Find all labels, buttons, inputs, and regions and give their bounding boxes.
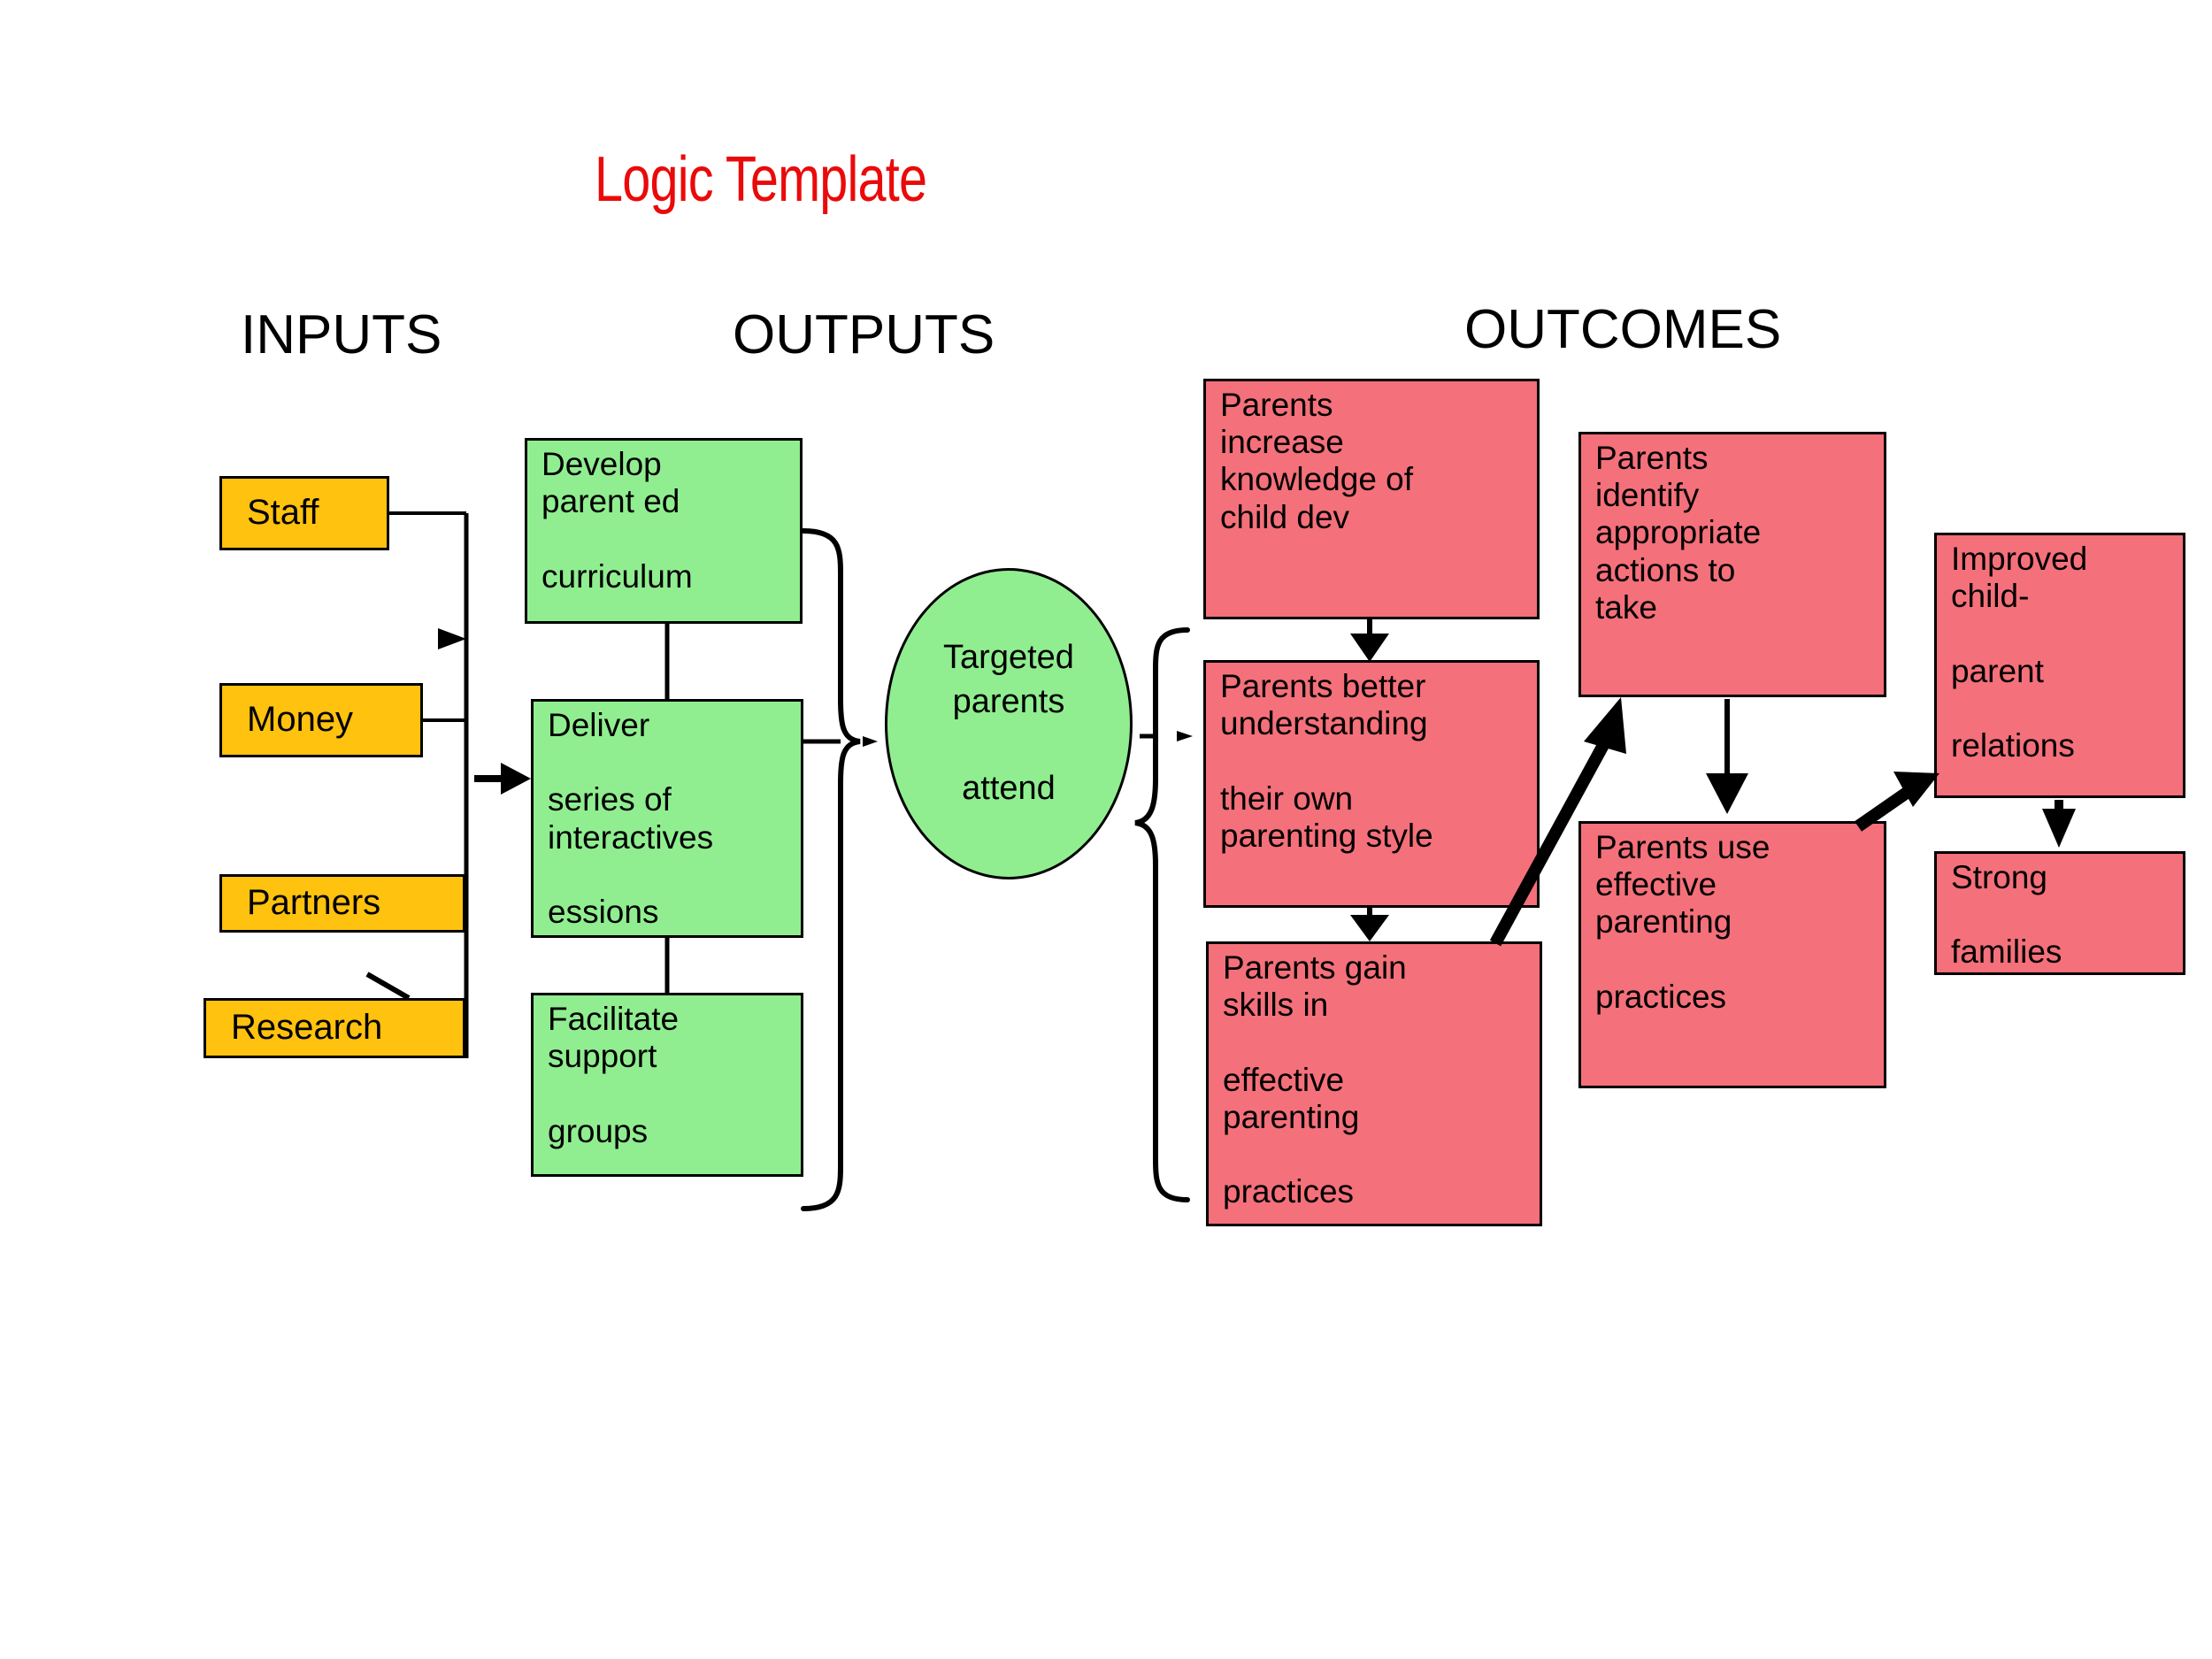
outcome-box-increase-knowledge[interactable]: Parents increase knowledge of child dev: [1203, 379, 1540, 619]
arrow-identify-to-use-practices: [1706, 699, 1748, 814]
outcome-box-identify-actions[interactable]: Parents identify appropriate actions to …: [1578, 432, 1886, 697]
arrow-inputs-to-outputs: [474, 763, 531, 795]
arrow-practices-to-relations: [1855, 772, 1939, 832]
brace-to-ellipse-connector: [803, 736, 878, 747]
arrow-relations-to-strong-families: [2042, 800, 2076, 848]
column-header-inputs: INPUTS: [241, 304, 442, 365]
output-box-deliver-sessions[interactable]: Deliver series of interactives essions: [531, 699, 803, 938]
column-header-outputs: OUTPUTS: [733, 304, 995, 365]
input-box-staff[interactable]: Staff: [219, 476, 389, 550]
arrow-understanding-to-skills: [1350, 908, 1389, 941]
outcome-box-better-understanding[interactable]: Parents better understanding their own p…: [1203, 660, 1540, 908]
inputs-connector-bus: [389, 511, 469, 1058]
output-box-develop-curriculum[interactable]: Develop parent ed curriculum: [525, 438, 803, 624]
column-header-outcomes: OUTCOMES: [1464, 299, 1782, 360]
page-title: Logic Template: [595, 144, 927, 215]
ellipse-to-brace-connector: [1140, 731, 1193, 741]
inputs-inner-arrow-icon: [438, 628, 466, 649]
outcome-box-improved-relations[interactable]: Improved child- parent relations: [1934, 533, 2185, 798]
input-box-money[interactable]: Money: [219, 683, 423, 757]
outcome-box-use-practices[interactable]: Parents use effective parenting practice…: [1578, 821, 1886, 1088]
input-box-partners[interactable]: Partners: [219, 874, 465, 933]
output-box-facilitate-groups[interactable]: Facilitate support groups: [531, 993, 803, 1177]
outcomes-brace: [1134, 627, 1190, 1202]
input-box-research[interactable]: Research: [204, 998, 465, 1058]
arrow-knowledge-to-understanding: [1350, 619, 1389, 662]
research-tick-mark: [365, 972, 411, 1001]
outputs-brace: [801, 528, 861, 1211]
output-ellipse-targeted-parents[interactable]: Targeted parents attend: [885, 568, 1133, 879]
outcome-box-strong-families[interactable]: Strong families: [1934, 851, 2185, 975]
outcome-box-gain-skills[interactable]: Parents gain skills in effective parenti…: [1206, 941, 1542, 1226]
